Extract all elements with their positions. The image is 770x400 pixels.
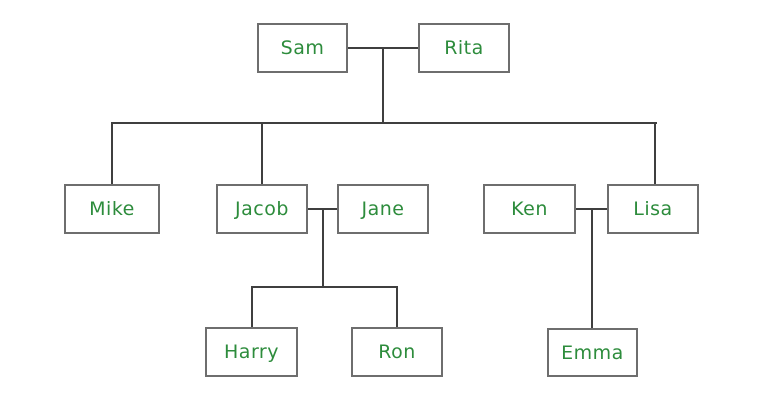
connector-drop-ron bbox=[396, 287, 398, 327]
node-sam: Sam bbox=[257, 23, 348, 73]
node-emma: Emma bbox=[547, 328, 638, 377]
node-ron: Ron bbox=[351, 327, 443, 377]
connector-drop-jacob bbox=[261, 123, 263, 184]
node-harry-label: Harry bbox=[224, 341, 279, 363]
node-sam-label: Sam bbox=[280, 37, 325, 59]
connector-drop-mike bbox=[111, 123, 113, 184]
node-lisa: Lisa bbox=[607, 184, 699, 234]
node-harry: Harry bbox=[205, 327, 298, 377]
node-rita: Rita bbox=[418, 23, 510, 73]
node-jacob-label: Jacob bbox=[235, 198, 289, 220]
node-mike: Mike bbox=[64, 184, 160, 234]
connector-drop-lisa bbox=[654, 123, 656, 184]
node-jane: Jane bbox=[337, 184, 429, 234]
connector-gen2-bus bbox=[111, 122, 657, 124]
node-ken-label: Ken bbox=[511, 198, 548, 220]
connector-drop-emma bbox=[591, 209, 593, 328]
connector-jacobjane-drop bbox=[322, 209, 324, 288]
node-jane-label: Jane bbox=[361, 198, 405, 220]
node-ron-label: Ron bbox=[378, 341, 416, 363]
node-lisa-label: Lisa bbox=[633, 198, 673, 220]
node-jacob: Jacob bbox=[216, 184, 308, 234]
node-emma-label: Emma bbox=[561, 341, 624, 364]
node-rita-label: Rita bbox=[444, 37, 484, 59]
connector-samrita-drop bbox=[382, 48, 384, 124]
node-mike-label: Mike bbox=[89, 198, 135, 220]
node-ken: Ken bbox=[483, 184, 576, 234]
connector-gen3-bus bbox=[251, 286, 398, 288]
connector-drop-harry bbox=[251, 287, 253, 327]
